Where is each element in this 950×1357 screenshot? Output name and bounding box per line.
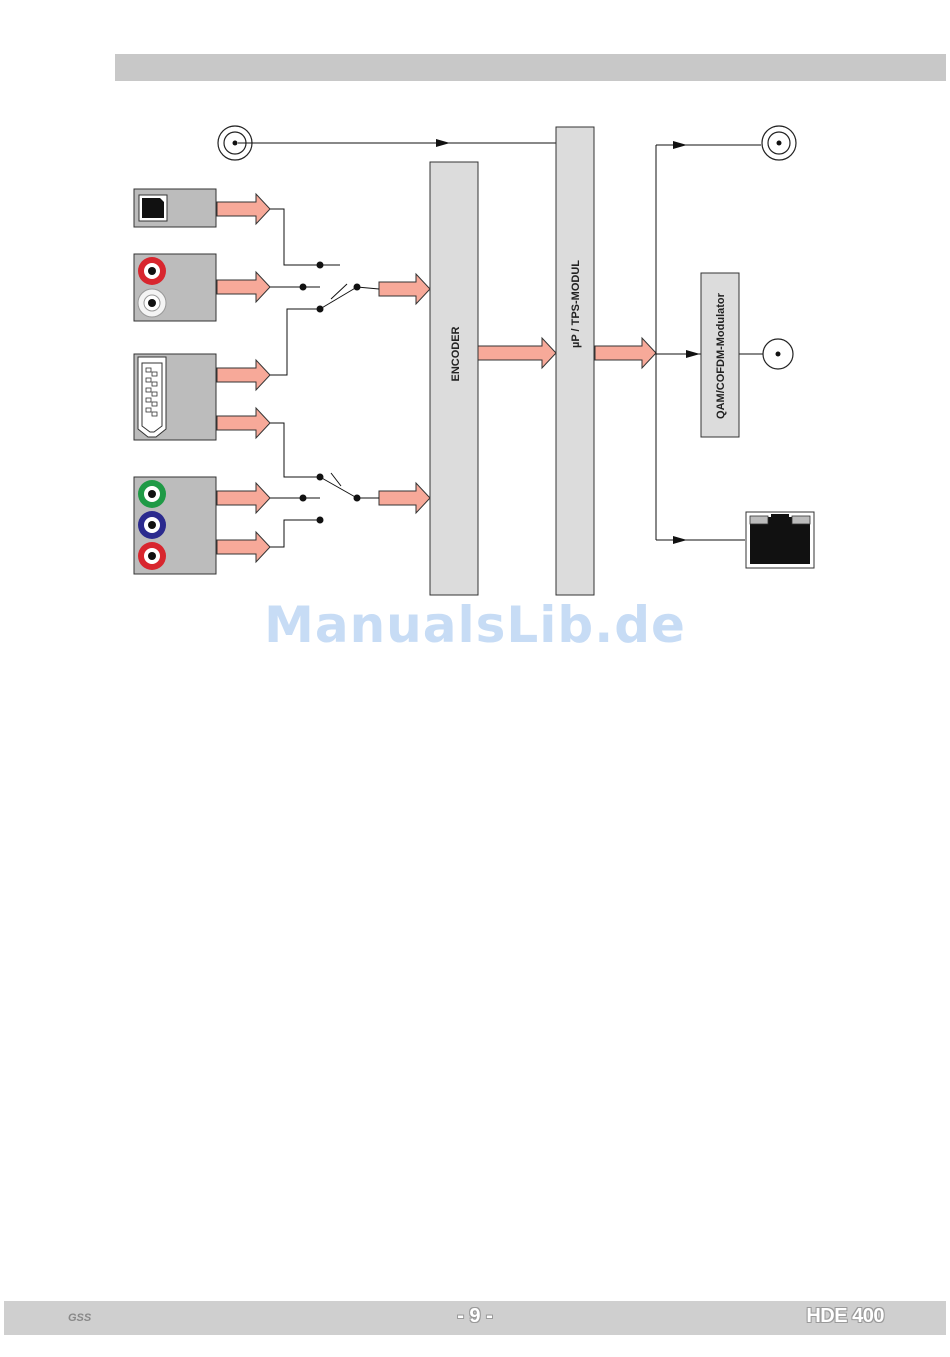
tps-module-label: µP / TPS-MODUL (570, 260, 582, 348)
audio-switch (270, 209, 379, 375)
video-switch (270, 423, 379, 547)
tps-module-block (556, 127, 594, 595)
audio-signal-arrow (217, 272, 270, 302)
hdmi-audio-signal-arrow (217, 360, 270, 390)
optical-signal-arrow (217, 194, 270, 224)
rf-output-connector-icon (762, 126, 796, 160)
watermark: ManualsLib.de (0, 596, 950, 654)
component-y-signal-arrow (217, 483, 270, 513)
encoder-label: ENCODER (450, 326, 462, 381)
modulator-output-connector-icon (763, 339, 793, 369)
audio-to-encoder-arrow (379, 274, 430, 304)
model-name: HDE 400 (806, 1305, 884, 1328)
rf-loop-arrowhead (436, 139, 450, 147)
audio-rca-input-icon (134, 254, 216, 321)
ethernet-arrowhead (673, 536, 687, 544)
rf-out-arrowhead (673, 141, 687, 149)
modulator-in-arrowhead (686, 350, 700, 358)
component-c-signal-arrow (217, 532, 270, 562)
ethernet-port-icon (746, 512, 814, 568)
modulator-label: QAM/COFDM-Modulator (715, 292, 727, 419)
component-video-input-icon (134, 477, 216, 574)
module-output-arrow (595, 338, 656, 368)
video-to-encoder-arrow (379, 483, 430, 513)
encoder-to-module-arrow (478, 338, 556, 368)
hdmi-input-icon (134, 354, 216, 440)
hdmi-video-signal-arrow (217, 408, 270, 438)
optical-input-icon (134, 189, 216, 227)
